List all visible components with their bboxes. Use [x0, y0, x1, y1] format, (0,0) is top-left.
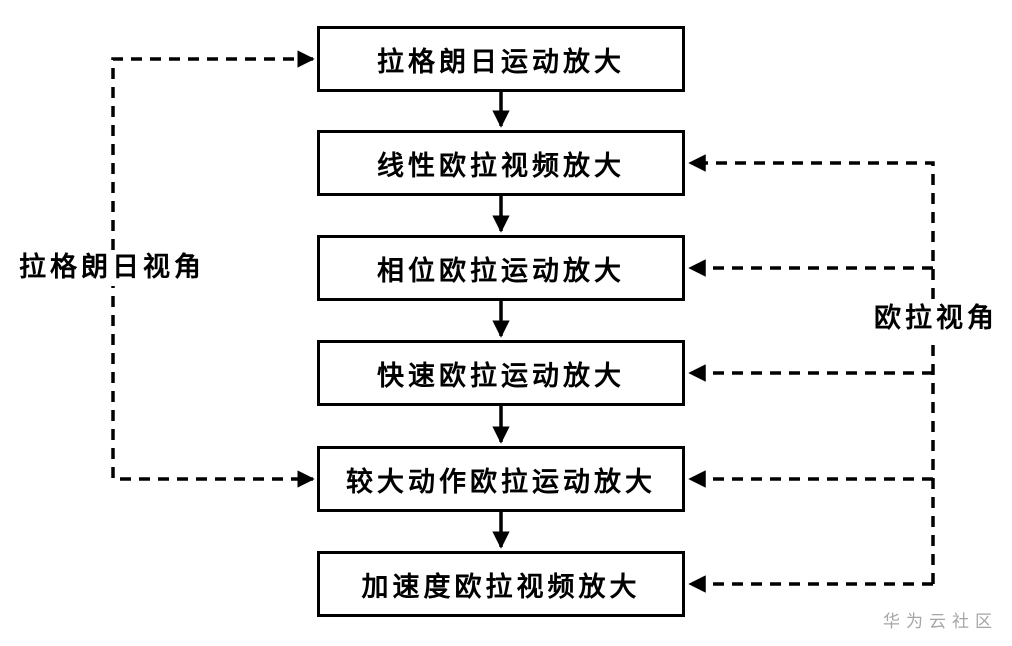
label-lagrangian-perspective: 拉格朗日视角: [12, 250, 212, 286]
label-eulerian-perspective: 欧拉视角: [856, 301, 1012, 337]
flow-box-phase-eulerian-motion-magnification: 相位欧拉运动放大: [317, 235, 685, 301]
flow-box-acceleration-eulerian-video-magnification: 加速度欧拉视频放大: [317, 551, 685, 617]
flow-box-large-motion-eulerian-motion-magnification: 较大动作欧拉运动放大: [317, 446, 685, 512]
flow-box-fast-eulerian-motion-magnification: 快速欧拉运动放大: [317, 340, 685, 406]
flow-box-linear-eulerian-video-magnification: 线性欧拉视频放大: [317, 130, 685, 196]
dashed-right-eulerian-trunk-and-box2-branch: [688, 154, 935, 584]
flow-box-lagrangian-motion-magnification: 拉格朗日运动放大: [317, 26, 685, 92]
huawei-cloud-community-watermark: 华为云社区: [883, 612, 998, 632]
